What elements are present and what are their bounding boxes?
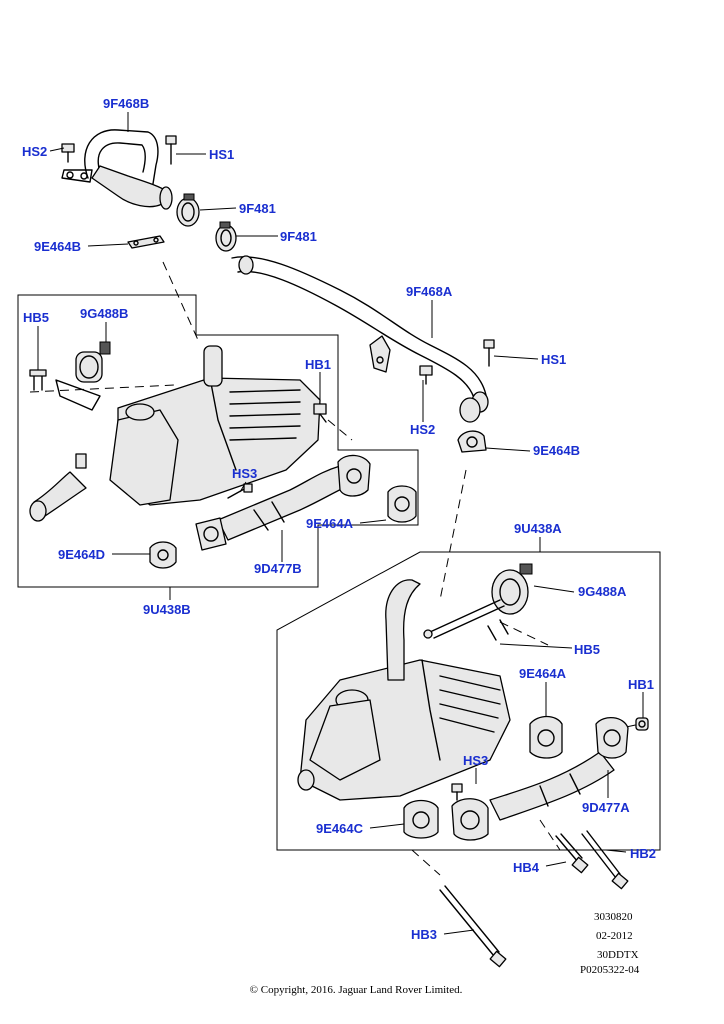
label-hb5-right: HB5 [574, 642, 600, 657]
label-hb5-left: HB5 [23, 310, 49, 325]
label-9e464a-left: 9E464A [306, 516, 354, 531]
bolt-hs2-mid [419, 365, 433, 385]
label-9g488a: 9G488A [578, 584, 627, 599]
egr-hose-mid [231, 255, 489, 423]
label-hb3: HB3 [411, 927, 437, 942]
assembly-frame-left [17, 294, 419, 588]
clamp-9f481-b [215, 221, 237, 252]
alignment-line-mid [439, 469, 467, 601]
label-hs3-left: HS3 [232, 466, 257, 481]
egr-cooler-right [297, 579, 511, 801]
label-9u438b: 9U438B [143, 602, 191, 617]
label-9g488b: 9G488B [80, 306, 128, 321]
label-9e464c-right: 9E464C [316, 821, 364, 836]
egr-pipe-9d477b [195, 454, 371, 551]
engine-code: 30DDTX [597, 949, 639, 961]
label-9d477b: 9D477B [254, 561, 302, 576]
bolt-hb3 [439, 885, 507, 968]
bolts-hb5-left [29, 369, 47, 391]
label-9d477a: 9D477A [582, 800, 630, 815]
gasket-9e464c-right [403, 799, 439, 839]
bolt-hs1-top [165, 135, 177, 165]
egr-valve-9g488b [55, 341, 111, 411]
alignment-line-left-valve [29, 384, 176, 393]
label-hb2: HB2 [630, 846, 656, 861]
alignment-line-top [162, 261, 199, 341]
alignment-line-left-bolt [327, 419, 353, 441]
egr-cooler-left [29, 345, 321, 522]
label-9u438a: 9U438A [514, 521, 562, 536]
label-hs2-mid: HS2 [410, 422, 435, 437]
egr-pipe-9d477a [451, 717, 629, 841]
bolt-hb2 [581, 830, 629, 890]
bolts-hb5-right [487, 619, 509, 641]
bolt-hs3-right [451, 783, 463, 801]
bolt-hb4 [555, 833, 589, 874]
alignment-line-right-bottom [411, 849, 441, 876]
bolt-hb1-right [635, 717, 649, 731]
label-hb1-left: HB1 [305, 357, 331, 372]
gasket-9e464b-top [127, 235, 165, 249]
alignment-line-right-valve [499, 621, 549, 646]
label-hs1-mid: HS1 [541, 352, 566, 367]
label-9f468b: 9F468B [103, 96, 149, 111]
copyright: © Copyright, 2016. Jaguar Land Rover Lim… [250, 984, 463, 996]
leader-lines [37, 112, 644, 935]
egr-hose-top [61, 129, 173, 210]
label-9e464b-mid: 9E464B [533, 443, 580, 458]
ref-number: 3030820 [594, 911, 633, 923]
label-9e464d-left: 9E464D [58, 547, 105, 562]
label-9f481-b: 9F481 [280, 229, 317, 244]
label-9e464a-right: 9E464A [519, 666, 567, 681]
gasket-9e464a-left [387, 485, 417, 523]
label-hb1-right: HB1 [628, 677, 654, 692]
bolt-hs1-mid [483, 339, 495, 367]
alignment-line-right-hb [539, 819, 561, 851]
label-9e464b-top: 9E464B [34, 239, 81, 254]
label-hs2-top: HS2 [22, 144, 47, 159]
label-hs1-top: HS1 [209, 147, 234, 162]
egr-valve-9g488a [423, 563, 533, 639]
bolt-hs2-top [61, 143, 75, 163]
assembly-frame-right [276, 551, 661, 851]
label-9f481-a: 9F481 [239, 201, 276, 216]
gasket-9e464d-left [149, 541, 177, 569]
gasket-9e464a-right [529, 715, 563, 759]
bolt-hs3-left [227, 483, 253, 499]
clamp-9f481-a [176, 193, 200, 227]
label-hb4: HB4 [513, 860, 540, 875]
date-code: 02-2012 [596, 930, 633, 942]
part-reference: P0205322-04 [580, 964, 640, 976]
gasket-9e464b-mid [457, 430, 487, 453]
label-hs3-right: HS3 [463, 753, 488, 768]
label-9f468a: 9F468A [406, 284, 453, 299]
